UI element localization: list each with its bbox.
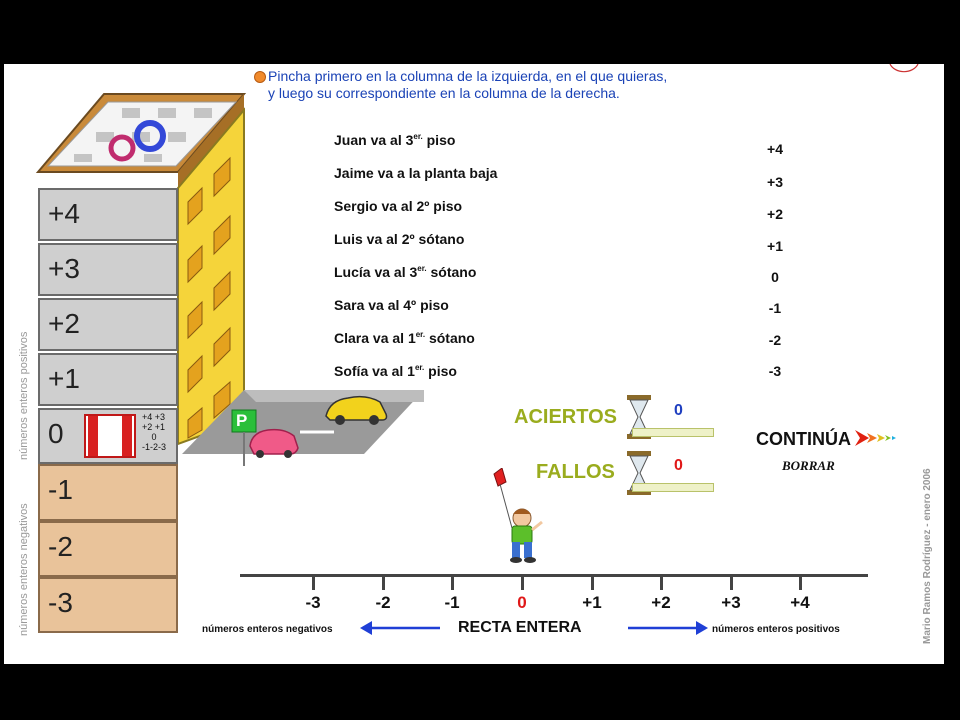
value-item[interactable]: +2 (767, 206, 783, 222)
tick-label-zero: 0 (517, 593, 527, 612)
corner-circle-icon (889, 64, 919, 73)
value-item[interactable]: 0 (771, 269, 779, 285)
value-item[interactable]: +4 (767, 141, 783, 157)
fallos-bar (632, 483, 714, 492)
kid-with-kite-icon (493, 468, 543, 563)
tick-label: +4 (790, 593, 810, 612)
credit-label: Mario Ramos Rodríguez - enero 2006 (922, 468, 933, 644)
tick-mark (312, 574, 315, 590)
floor-plus4: +4 (38, 188, 178, 241)
continua-label: CONTINÚA (756, 429, 851, 449)
aciertos-label: ACIERTOS (514, 406, 617, 428)
number-line: -3 -2 -1 0 +1 +2 +3 +4 (240, 574, 868, 624)
parking-sign-label: P (236, 411, 248, 430)
tick-mark (521, 574, 524, 590)
tick-mark (799, 574, 802, 590)
floor-plus2: +2 (38, 298, 178, 351)
tick-mark (591, 574, 594, 590)
left-note: números enteros negativos (202, 624, 333, 635)
elevator-panel: +4 +3 +2 +1 0 -1-2-3 (142, 412, 167, 452)
label-positive-integers: números enteros positivos (18, 331, 30, 460)
right-note: números enteros positivos (712, 624, 840, 635)
value-item[interactable]: -2 (768, 332, 782, 348)
aciertos-value: 0 (674, 402, 683, 419)
tick-label: -2 (375, 593, 391, 612)
borrar-button[interactable]: BORRAR (782, 458, 835, 473)
activity-window: Pincha primero en la columna de la izqui… (4, 64, 944, 664)
arrow-left-icon (360, 621, 440, 635)
floor-plus1: +1 (38, 353, 178, 406)
building-illustration (35, 93, 424, 466)
floor-plus3: +3 (38, 243, 178, 296)
tick-mark (382, 574, 385, 590)
floor-minus3: -3 (38, 577, 178, 633)
floor-minus2: -2 (38, 521, 178, 577)
sentence-item[interactable]: Sofía va al 1er. piso (334, 363, 457, 379)
value-item[interactable]: -3 (768, 363, 782, 379)
sentence-item[interactable]: Sara va al 4º piso (334, 297, 449, 313)
fallos-value: 0 (674, 457, 683, 474)
tick-label: +1 (582, 593, 602, 612)
tick-label: -3 (305, 593, 321, 612)
arrow-right-icon (628, 621, 708, 635)
number-line-axis (240, 574, 868, 577)
number-line-title: RECTA ENTERA (458, 619, 582, 636)
sentence-item[interactable]: Juan va al 3er. piso (334, 132, 456, 148)
continua-button[interactable]: CONTINÚA (756, 428, 903, 450)
tick-label: +2 (651, 593, 671, 612)
value-item[interactable]: +3 (767, 174, 783, 190)
tick-mark (730, 574, 733, 590)
yellow-car-icon (325, 395, 388, 425)
value-item[interactable]: +1 (767, 238, 783, 254)
label-negative-integers: números enteros negativos (18, 503, 30, 636)
instruction-line-2: y luego su correspondiente en la columna… (268, 85, 620, 101)
aciertos-bar (632, 428, 714, 437)
tick-label: +3 (721, 593, 741, 612)
tick-label: -1 (444, 593, 460, 612)
arrow-right-icon (855, 430, 897, 446)
sentence-item[interactable]: Sergio va al 2º piso (334, 198, 463, 214)
sentence-item[interactable]: Jaime va a la planta baja (334, 165, 498, 181)
instruction-line-1: Pincha primero en la columna de la izqui… (268, 68, 668, 84)
tick-mark (660, 574, 663, 590)
bullet-icon (254, 71, 266, 83)
floor-minus1: -1 (38, 464, 178, 521)
value-item[interactable]: -1 (768, 300, 782, 316)
elevator-door-icon (84, 414, 136, 458)
fallos-label: FALLOS (536, 461, 615, 483)
floor-ground: 0 +4 +3 +2 +1 0 -1-2-3 (38, 408, 178, 464)
tick-mark (451, 574, 454, 590)
sentence-item[interactable]: Lucía va al 3er. sótano (334, 264, 477, 280)
sentence-item[interactable]: Luis va al 2º sótano (334, 231, 465, 247)
sentence-item[interactable]: Clara va al 1er. sótano (334, 330, 475, 346)
